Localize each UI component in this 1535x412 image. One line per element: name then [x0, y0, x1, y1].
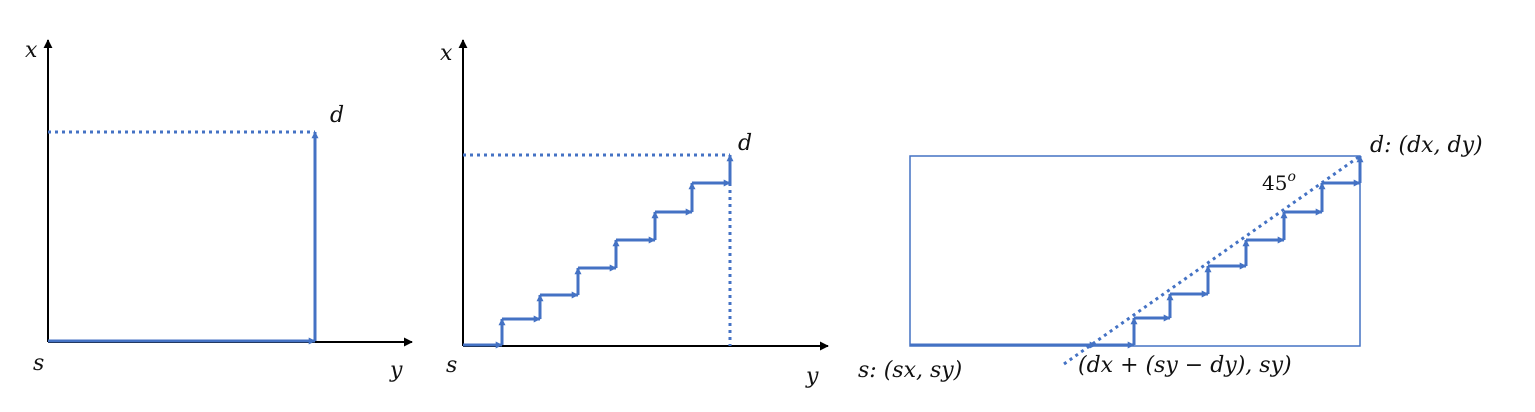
panel-2: x y s d [440, 39, 829, 389]
dest-label: d [738, 131, 752, 156]
turn-point-label: (dx + (sy − dy), sy) [1078, 353, 1292, 378]
x-axis-label: x [25, 38, 38, 63]
diagonal-45-guide [1063, 154, 1361, 366]
y-axis-label: y [805, 364, 819, 389]
angle-superscript: o [1287, 169, 1295, 185]
dest-label: d: (dx, dy) [1370, 133, 1483, 158]
staircase-path [463, 154, 734, 349]
angle-value: 45 [1262, 171, 1287, 195]
y-axis-label: y [389, 358, 403, 383]
bounding-box [909, 155, 1361, 347]
x-axis-label: x [440, 41, 453, 66]
angle-label: 45o [1262, 169, 1296, 195]
source-label: s: (sx, sy) [858, 358, 962, 383]
source-label: s [446, 353, 457, 378]
staircase-path [910, 155, 1364, 349]
panel-3: d: (dx, dy) s: (sx, sy) (dx + (sy − dy),… [858, 133, 1483, 383]
source-label: s [33, 351, 44, 376]
panel-1: x y s d [25, 38, 413, 383]
dest-label: d [330, 103, 344, 128]
